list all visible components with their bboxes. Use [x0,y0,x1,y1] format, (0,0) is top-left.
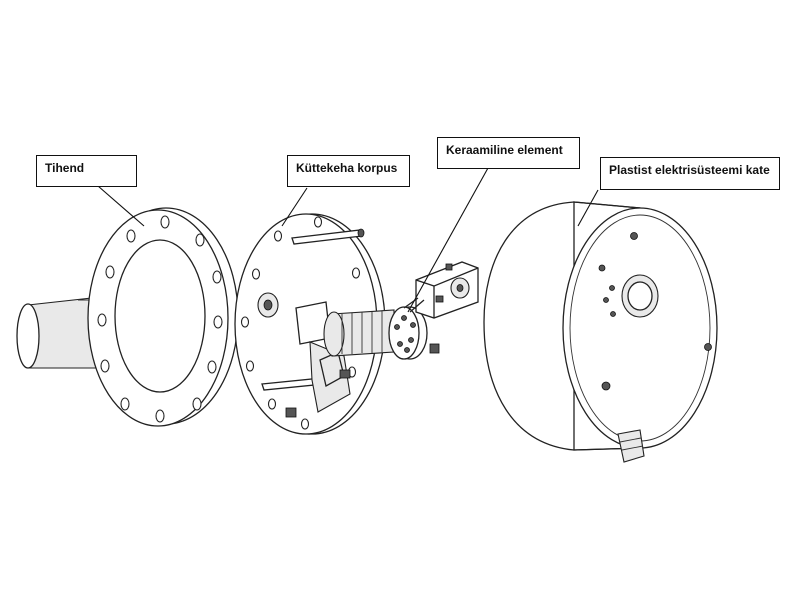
plastic-cover-label: Plastist elektrisüsteemi kate [600,157,780,190]
ceramic-element [323,261,479,360]
gasket-label: Tihend [36,155,137,187]
gasket-bolt-holes [97,215,223,423]
gasket-ring [87,207,239,427]
heater-body-label: Küttekeha korpus [287,155,410,187]
heater-body-flange [234,213,386,435]
leader-lines [97,167,599,313]
ceramic-element-label: Keraamiline element [437,137,580,169]
plastic-cover [483,201,718,463]
